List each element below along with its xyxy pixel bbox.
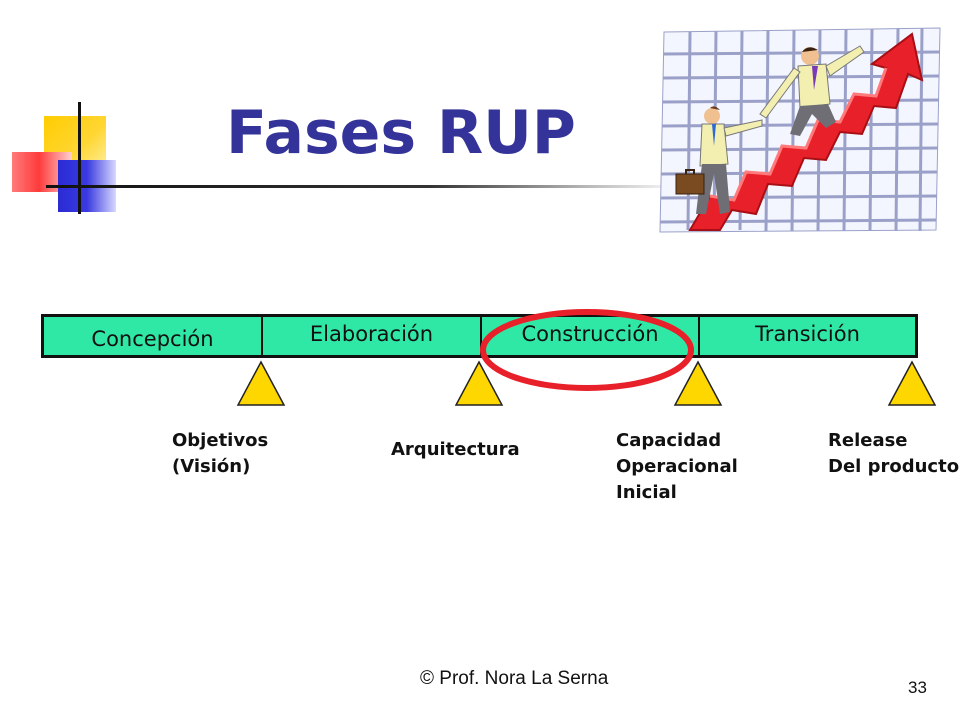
milestone-label-objetivos: Objetivos (Visión) [172, 430, 269, 477]
milestone-triangle-icon [673, 360, 723, 406]
businessman-lower [675, 106, 763, 214]
milestone-label-arquitectura: Arquitectura [391, 439, 520, 460]
milestone-triangle-icon [236, 360, 286, 406]
milestone-triangle-icon [454, 360, 504, 406]
milestone-markers [236, 360, 937, 406]
phase-label: Elaboración [309, 322, 434, 346]
businessman-upper [759, 45, 865, 136]
decorative-vertical-line [78, 102, 81, 214]
footer-copyright: © Prof. Nora La Serna [420, 668, 609, 689]
milestone-label-release: Release Del producto [828, 430, 960, 477]
title-underline [46, 185, 686, 188]
milestone-label-capacidad: Capacidad Operacional Inicial [616, 430, 738, 503]
page-number: 33 [908, 678, 927, 697]
rup-phases-bar: Concepción Elaboración Construcción Tran… [41, 314, 918, 358]
phase-construccion: Construcción [482, 317, 700, 355]
red-staircase-arrow [688, 32, 924, 231]
slide-title: Fases RUP [226, 98, 576, 168]
phase-label: Concepción [91, 327, 214, 351]
milestone-triangle-icon [887, 360, 937, 406]
phase-elaboracion: Elaboración [263, 317, 482, 355]
staircase-arrow-businessmen-clipart [659, 27, 941, 233]
highlight-ellipse [480, 309, 694, 391]
phase-transicion: Transición [700, 317, 915, 355]
phase-concepcion: Concepción [44, 317, 263, 355]
phase-label: Transición [755, 322, 860, 346]
phase-label: Construcción [521, 322, 659, 346]
